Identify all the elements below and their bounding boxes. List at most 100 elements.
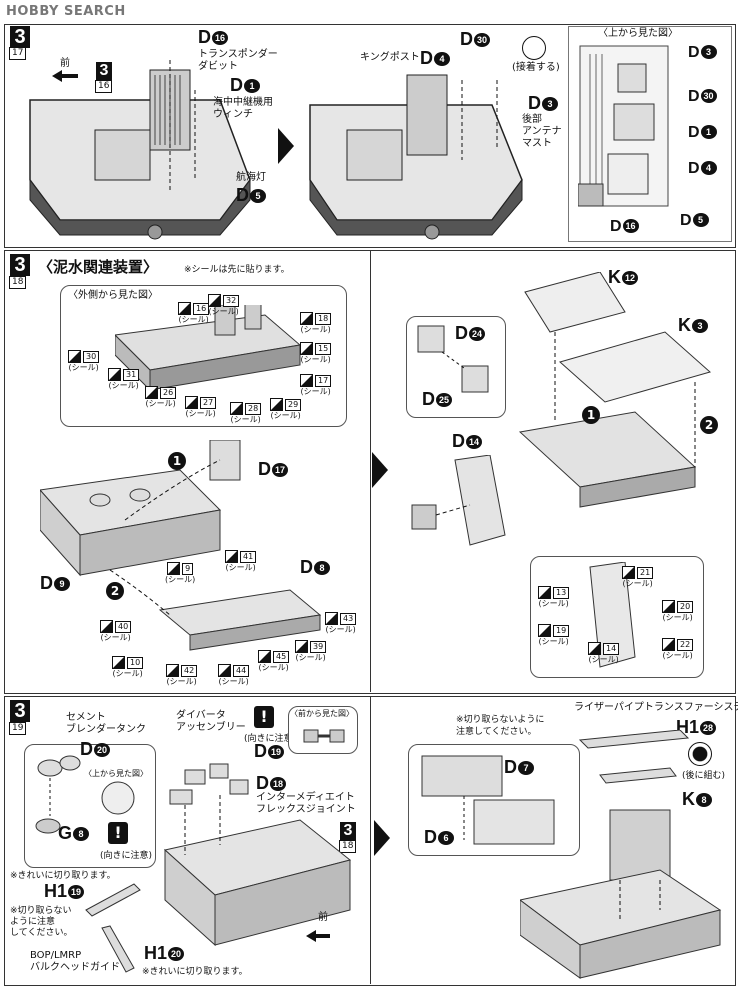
decal-30: 30(シール) <box>68 350 100 372</box>
decal-43: 43(シール) <box>325 612 357 634</box>
transponder-davit-label: トランスポンダー ダビット <box>198 49 278 72</box>
clean-cut-note-2: ※きれいに切り取ります。 <box>142 967 248 977</box>
orient-note: (向きに注意) <box>100 851 153 861</box>
decal-17: 17(シール) <box>300 374 332 396</box>
mud-equipment-drawing <box>40 440 322 651</box>
seal-first-note: ※シールは先に貼ります。 <box>184 265 290 275</box>
warning-icon: ! <box>108 822 128 844</box>
decal-16: 16(シール) <box>178 302 210 324</box>
orient-note: (向きに注意) <box>244 734 297 744</box>
glue-icon <box>522 36 546 60</box>
front-arrow-icon <box>52 70 78 82</box>
glue-note: (接着する) <box>512 62 560 73</box>
decal-14: 14(シール) <box>588 642 620 664</box>
decal-26: 26(シール) <box>145 386 177 408</box>
dont-cut-note: ※切り取らない ように注意 してください。 <box>10 906 73 938</box>
nav-light-label: 航海灯 <box>236 172 266 183</box>
decal-21: 21(シール) <box>622 566 654 588</box>
section-title: 〈泥水関連装置〉 <box>38 258 159 276</box>
decal-19: 19(シール) <box>538 624 570 646</box>
panel-step-17 <box>4 24 736 248</box>
decal-40: 40(シール) <box>100 620 132 642</box>
ref-step: 3 <box>96 62 112 80</box>
ship-drawing-right <box>309 74 523 240</box>
warning-icon: ! <box>254 706 274 728</box>
panel-divider <box>370 696 371 984</box>
riser-dont-cut-note: ※切り取らないように 注意してください。 <box>456 715 545 737</box>
top-view-drawing <box>578 45 669 207</box>
seq-2-icon: 2 <box>700 416 718 434</box>
decal-42: 42(シール) <box>166 664 198 686</box>
step-number: 3 <box>10 26 30 48</box>
step-number: 3 <box>10 254 30 276</box>
decal-45: 45(シール) <box>258 650 290 672</box>
front-label: 前 <box>318 912 328 923</box>
front-view-title: 〈前から見た図〉 <box>290 709 354 718</box>
later-icon <box>688 742 712 766</box>
top-view-box <box>568 26 732 242</box>
guide-part-19 <box>85 883 141 917</box>
inset-parts-drawing <box>417 325 489 393</box>
decal-41: 41(シール) <box>225 550 257 572</box>
ship-drawing-left <box>29 60 251 240</box>
decal-31: 31(シール) <box>108 368 140 390</box>
decal-32: 32(シール) <box>208 294 240 316</box>
king-post-label: キングポスト <box>360 52 420 63</box>
decal-15: 15(シール) <box>300 342 332 364</box>
top-view-small-title: 〈上から見た図〉 <box>84 769 148 778</box>
ref-substep: 18 <box>339 840 357 853</box>
cement-tank-drawing <box>35 755 135 834</box>
next-arrow-icon <box>374 820 390 856</box>
platform-drawing-left <box>163 763 352 947</box>
front-label: 前 <box>60 58 70 69</box>
front-view-box <box>288 706 358 754</box>
intermediate-flex-joint-label: インターメディエイト フレックスジョイント <box>256 792 356 815</box>
panel-divider <box>370 250 371 692</box>
rear-antenna-mast-label: 後部 アンテナ マスト <box>522 114 562 149</box>
next-arrow-icon <box>372 452 388 488</box>
clean-cut-note: ※きれいに切り取ります。 <box>10 871 116 881</box>
seq-1-icon: 1 <box>582 406 600 424</box>
decal-29: 29(シール) <box>270 398 302 420</box>
outer-view-drawing <box>115 305 302 392</box>
decal-22: 22(シール) <box>662 638 694 660</box>
platform-drawing-right <box>520 730 722 979</box>
front-view-drawing <box>303 729 345 743</box>
front-arrow-icon <box>306 930 330 942</box>
decal-9: 9(シール) <box>165 562 196 584</box>
substep-number: 17 <box>9 47 27 60</box>
side-panel-drawing <box>411 455 506 546</box>
seq-1-icon: 1 <box>168 452 186 470</box>
deck-plates-drawing <box>518 272 712 508</box>
next-arrow-icon <box>278 128 294 164</box>
watermark: HOBBY SEARCH <box>6 4 126 19</box>
decal-18: 18(シール) <box>300 312 332 334</box>
substep-number: 18 <box>9 276 27 289</box>
diverter-label: ダイバータ アッセンブリー <box>176 710 246 733</box>
